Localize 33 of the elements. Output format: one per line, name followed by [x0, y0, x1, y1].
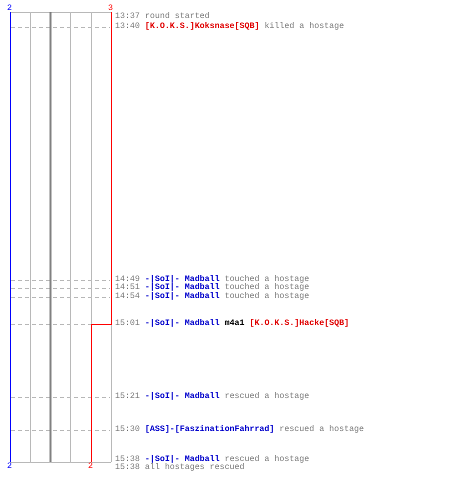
- log-text: rescued a hostage: [224, 455, 310, 464]
- player-name: -|SoI|- Madball: [144, 319, 220, 328]
- player-name: -|SoI|- Madball: [144, 292, 220, 301]
- count-number: 2: [7, 462, 12, 471]
- player-name: [K.O.K.S.]Koksnase[SQB]: [144, 22, 260, 31]
- timestamp: 15:01: [115, 319, 140, 328]
- timestamp: 14:54: [115, 292, 140, 301]
- timestamp: 15:38: [115, 455, 140, 464]
- log-text: touched a hostage: [224, 292, 310, 301]
- count-number: 2: [88, 462, 93, 471]
- timestamp: 13:40: [115, 22, 140, 31]
- player-name: -|SoI|- Madball: [144, 275, 220, 284]
- log-text: round started: [144, 12, 210, 21]
- log-text: killed a hostage: [264, 22, 344, 31]
- player-name: [K.O.K.S.]Hacke[SQB]: [250, 319, 350, 328]
- player-name: [ASS]-[FaszinationFahrrad]: [144, 425, 274, 434]
- player-name: -|SoI|- Madball: [144, 455, 220, 464]
- timestamp: 15:21: [115, 392, 140, 401]
- timestamp: 15:30: [115, 425, 140, 434]
- log-text: touched a hostage: [224, 275, 310, 284]
- player-name: -|SoI|- Madball: [144, 283, 220, 292]
- count-number: 3: [108, 4, 113, 13]
- log-text: rescued a hostage: [224, 392, 310, 401]
- player-name: -|SoI|- Madball: [144, 392, 220, 401]
- count-number: 2: [7, 4, 12, 13]
- log-text: rescued a hostage: [279, 425, 364, 434]
- timestamp: 15:38: [115, 463, 140, 472]
- log-text: all hostages rescued: [144, 463, 244, 472]
- timestamp: 13:37: [115, 12, 140, 21]
- timestamp: 14:49: [115, 275, 140, 284]
- timestamp: 14:51: [115, 283, 140, 292]
- log-text: touched a hostage: [224, 283, 310, 292]
- weapon-name: m4a1: [224, 319, 245, 328]
